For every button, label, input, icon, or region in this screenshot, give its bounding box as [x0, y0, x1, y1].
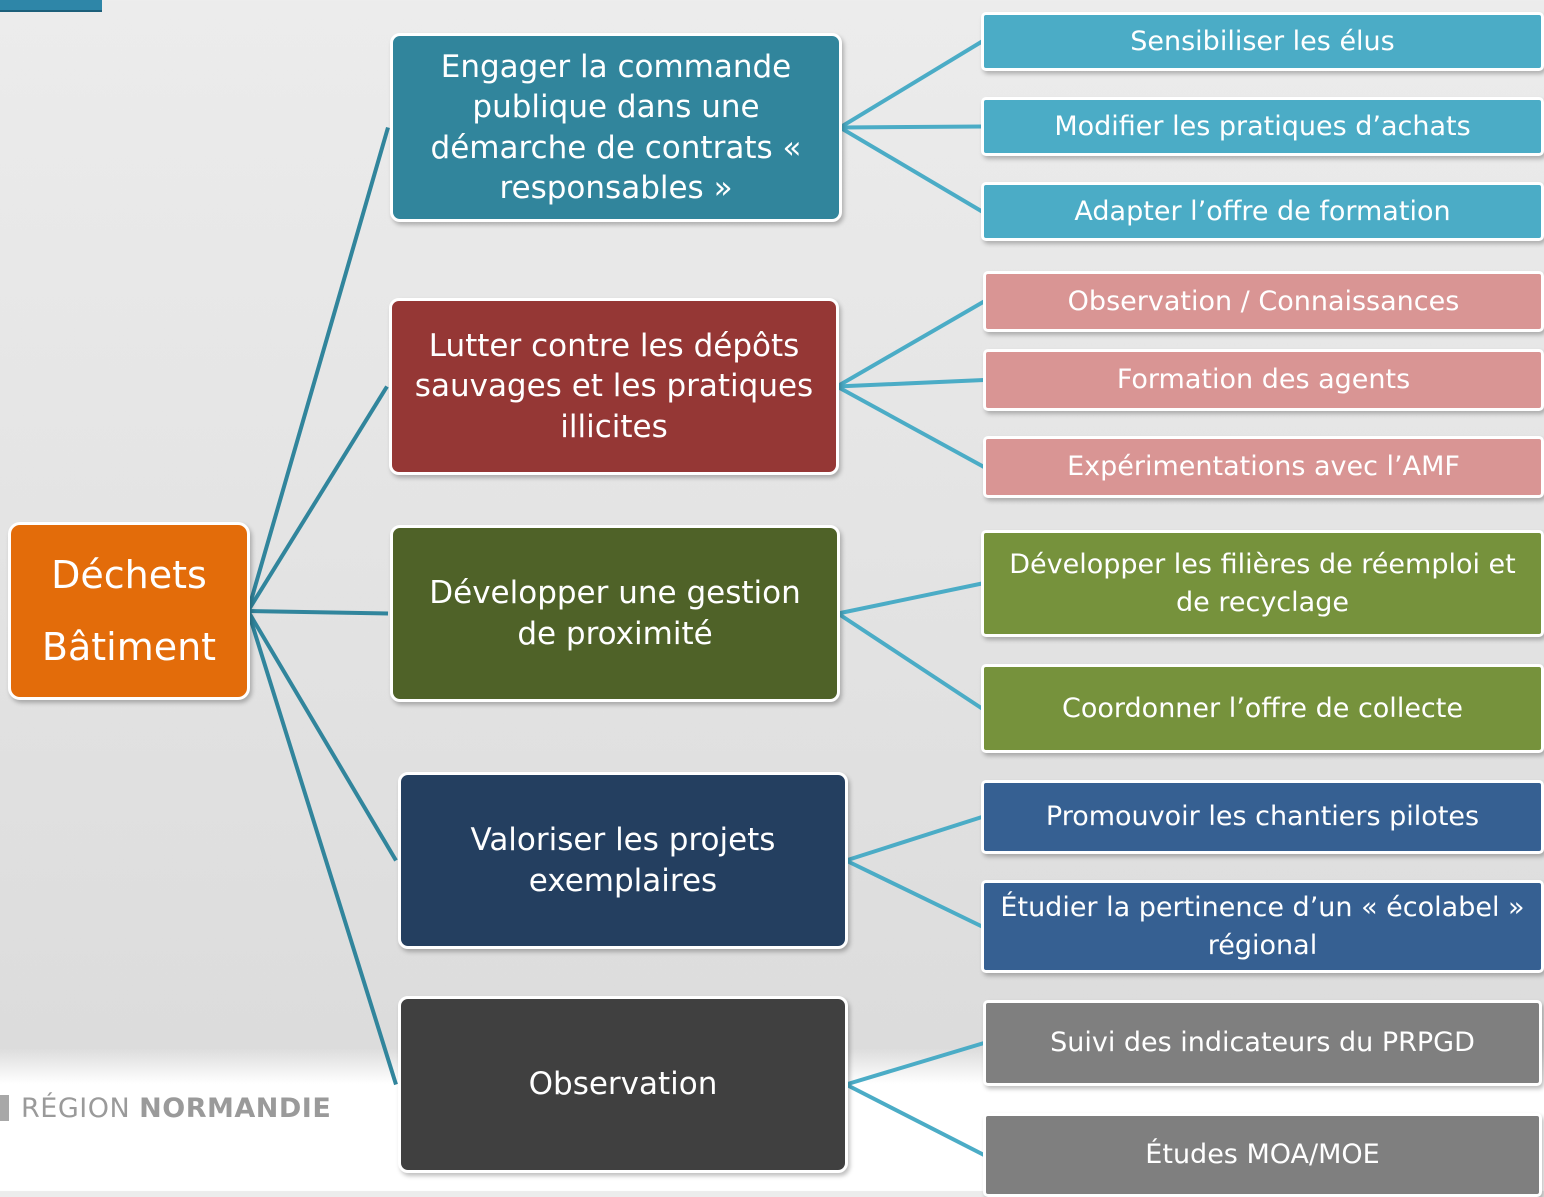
- root-connectors: [246, 126, 398, 1086]
- root-node-dechets-batiment: Déchets Bâtiment: [8, 522, 250, 700]
- leaf-label: Suivi des indicateurs du PRPGD: [1050, 1027, 1475, 1059]
- leaf-label: Développer les filières de réemploi et d…: [1009, 548, 1516, 618]
- category-to-leaf-line: [835, 299, 986, 389]
- leaf-label: Sensibiliser les élus: [1130, 25, 1395, 57]
- logo-word-region: RÉGION: [21, 1092, 131, 1124]
- root-to-category-line: [246, 610, 398, 1086]
- category-observation: Observation: [398, 996, 848, 1173]
- category-to-leaf-line: [836, 378, 985, 389]
- category-to-leaf-line: [836, 611, 984, 711]
- leaf-suivi-indicateurs-prpgd: Suivi des indicateurs du PRPGD: [983, 1000, 1542, 1086]
- leaf-label: Études MOA/MOE: [1145, 1139, 1380, 1171]
- category-to-leaf-line: [845, 815, 983, 863]
- root-to-category-line: [247, 609, 389, 616]
- logo-word-normandie: NORMANDIE: [139, 1092, 332, 1124]
- leaf-etudier-ecolabel-regional: Étudier la pertinence d’un « écolabel » …: [981, 880, 1544, 973]
- leaf-label: Formation des agents: [1116, 364, 1411, 396]
- category-label: Lutter contre les dépôts sauvages et les…: [414, 328, 814, 445]
- category-to-leaf-line: [845, 1082, 985, 1157]
- category-to-leaf-line: [845, 1041, 985, 1087]
- leaf-coordonner-offre-collecte: Coordonner l’offre de collecte: [981, 664, 1544, 753]
- category-projets-exemplaires: Valoriser les projets exemplaires: [398, 772, 848, 949]
- category-to-leaf-line: [838, 125, 984, 214]
- leaf-filieres-reemploi-recyclage: Développer les filières de réemploi et d…: [981, 530, 1544, 637]
- leaf-label: Coordonner l’offre de collecte: [1062, 692, 1463, 724]
- leaf-modifier-pratiques-achats: Modifier les pratiques d’achats: [981, 97, 1544, 156]
- category-label: Observation: [528, 1066, 718, 1103]
- category-label: Développer une gestion de proximité: [429, 575, 801, 652]
- category-depots-sauvages: Lutter contre les dépôts sauvages et les…: [389, 298, 839, 475]
- category-label: Valoriser les projets exemplaires: [470, 822, 776, 899]
- category-gestion-proximite: Développer une gestion de proximité: [390, 525, 840, 702]
- leaf-label: Adapter l’offre de formation: [1074, 195, 1451, 227]
- leaf-label: Expérimentations avec l’AMF: [1067, 451, 1460, 483]
- root-label-line1: Déchets: [51, 552, 207, 597]
- root-to-category-line: [246, 385, 389, 613]
- category-to-leaf-line: [838, 39, 984, 130]
- category-to-leaf-line: [839, 124, 983, 130]
- leaf-etudes-moa-moe: Études MOA/MOE: [983, 1113, 1542, 1197]
- leaf-observation-connaissances: Observation / Connaissances: [983, 271, 1544, 332]
- leaf-label: Modifier les pratiques d’achats: [1054, 110, 1471, 142]
- leaf-label: Étudier la pertinence d’un « écolabel » …: [1000, 891, 1525, 961]
- leaf-formation-agents: Formation des agents: [983, 349, 1544, 411]
- category-to-leaf-line: [845, 858, 983, 929]
- category-label: Engager la commande publique dans une dé…: [430, 48, 802, 206]
- corner-accent-bar: [0, 0, 102, 12]
- leaf-sensibiliser-elus: Sensibiliser les élus: [981, 12, 1544, 71]
- region-normandie-logo: RÉGION NORMANDIE: [0, 1088, 331, 1128]
- category-to-leaf-line: [836, 384, 985, 469]
- category-commande-publique: Engager la commande publique dans une dé…: [390, 33, 842, 222]
- root-to-category-line: [246, 609, 398, 862]
- leaf-label: Observation / Connaissances: [1067, 285, 1460, 317]
- root-to-category-line: [246, 126, 390, 612]
- leaf-label: Promouvoir les chantiers pilotes: [1045, 801, 1480, 833]
- root-label-line2: Bâtiment: [41, 625, 217, 669]
- leaf-connectors: [835, 39, 986, 1157]
- leaf-promouvoir-chantiers-pilotes: Promouvoir les chantiers pilotes: [981, 780, 1544, 854]
- category-to-leaf-line: [837, 581, 983, 616]
- leaf-experimentations-amf: Expérimentations avec l’AMF: [983, 436, 1544, 498]
- logo-mark-icon: [0, 1095, 9, 1121]
- leaf-adapter-offre-formation: Adapter l’offre de formation: [981, 182, 1544, 241]
